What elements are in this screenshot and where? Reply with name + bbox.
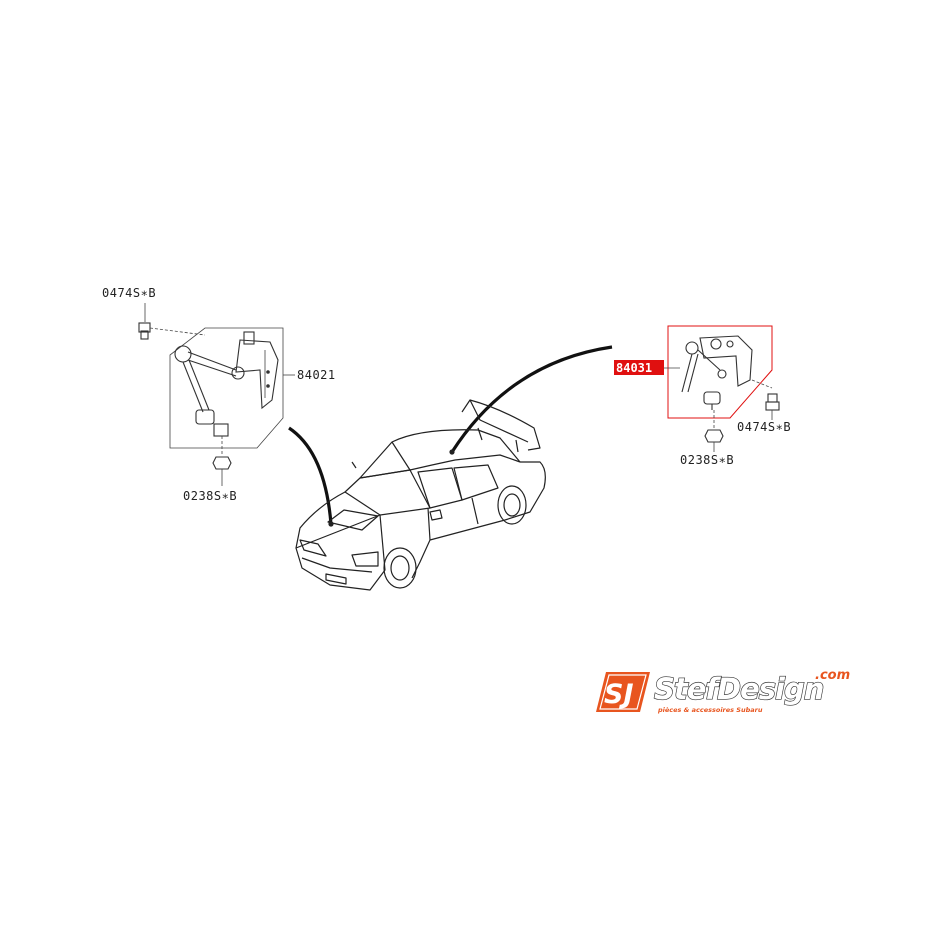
highlight-box <box>614 360 664 375</box>
right-bolt-label: 0474S∗B <box>737 420 791 434</box>
right-nut-label: 0238S∗B <box>680 453 734 467</box>
right-part-label[interactable]: 84031 <box>616 361 652 375</box>
logo-domain: .com <box>815 668 850 683</box>
left-nut-label: 0238S∗B <box>183 489 237 503</box>
right-sensor-assembly: 84031 0474S∗B 0238S∗B <box>614 325 791 467</box>
front-connector-curve <box>288 426 333 525</box>
left-sensor-assembly: 0474S∗B 84021 0238S∗B <box>102 286 336 503</box>
left-bolt-icon <box>138 303 206 340</box>
left-bolt-label: 0474S∗B <box>102 286 156 300</box>
logo-mark-text: SJ <box>604 679 634 710</box>
right-height-sensor-icon <box>681 335 753 410</box>
left-nut-icon <box>212 436 232 486</box>
rear-connector-curve <box>450 345 613 453</box>
right-nut-icon <box>704 410 724 452</box>
left-height-sensor-icon <box>174 331 279 437</box>
logo-mark-badge <box>596 672 650 712</box>
car-illustration-icon <box>295 399 546 591</box>
right-bolt-icon <box>751 379 780 420</box>
left-part-label: 84021 <box>297 368 336 382</box>
logo-tagline: pièces & accessoires Subaru <box>657 706 763 714</box>
logo-wordmark: StefDesign <box>654 672 823 706</box>
stefdesign-logo: SJ StefDesign .com pièces & accessoires … <box>596 668 850 714</box>
